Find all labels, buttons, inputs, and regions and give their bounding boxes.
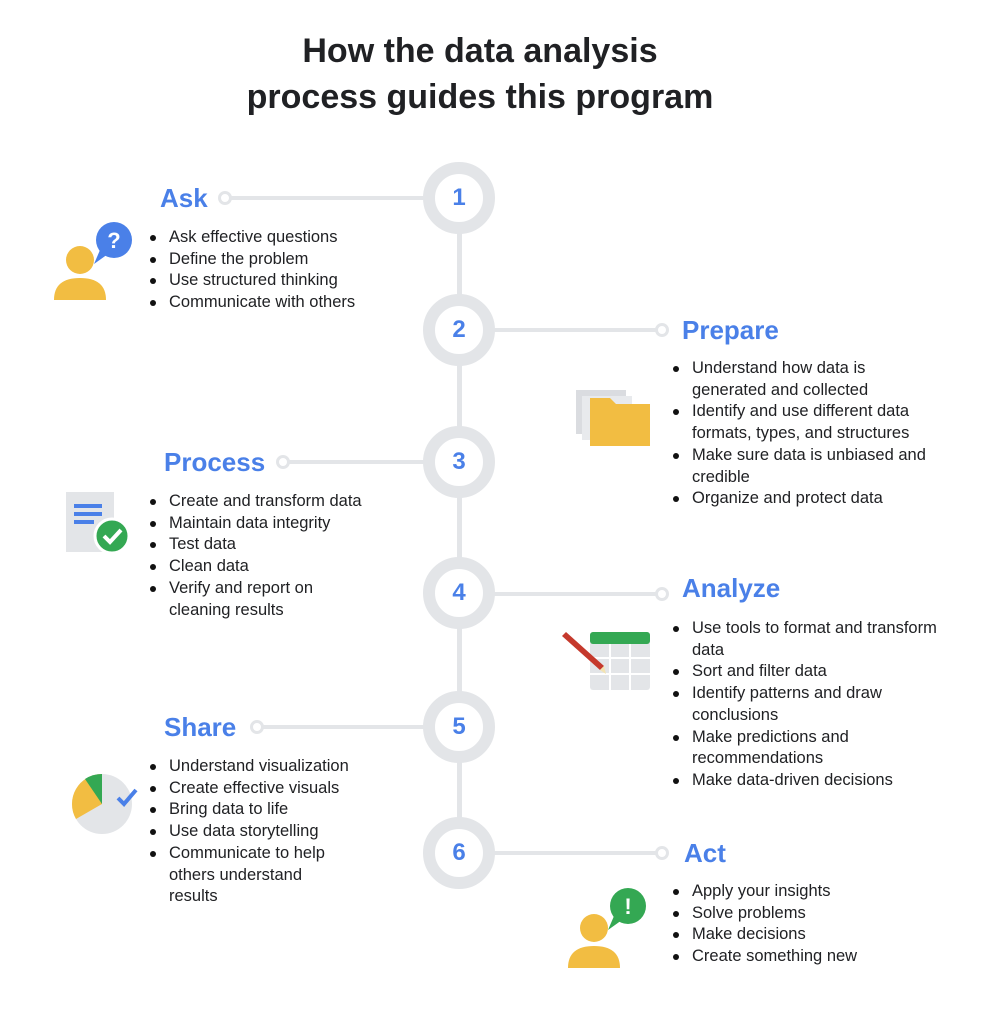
process-list: Create and transform data Maintain data … xyxy=(146,491,362,621)
list-item: Identify and use different data formats,… xyxy=(669,401,926,444)
list-item: Make predictions and recommendations xyxy=(669,727,937,770)
list-item: Make data-driven decisions xyxy=(669,770,937,792)
list-item: Bring data to life xyxy=(146,799,349,821)
step-title-ask: Ask xyxy=(160,183,208,213)
list-item: Use tools to format and transform data xyxy=(669,618,937,661)
list-item: Maintain data integrity xyxy=(146,513,362,535)
svg-text:?: ? xyxy=(107,228,120,253)
list-item: Test data xyxy=(146,534,362,556)
list-item: Apply your insights xyxy=(669,881,857,903)
step-node-1: 1 xyxy=(423,162,495,234)
step-node-6: 6 xyxy=(423,817,495,889)
connector-prepare xyxy=(490,328,658,332)
connector-dot-process xyxy=(276,455,290,469)
prepare-list: Understand how data is generated and col… xyxy=(669,358,926,510)
list-item: Define the problem xyxy=(146,249,355,271)
step-node-5: 5 xyxy=(423,691,495,763)
step-title-share: Share xyxy=(164,712,237,742)
list-item: Organize and protect data xyxy=(669,488,926,510)
folder-icon xyxy=(576,390,650,446)
list-item: Solve problems xyxy=(669,903,857,925)
page-title: How the data analysis process guides thi… xyxy=(246,32,714,116)
connector-act xyxy=(490,851,658,855)
step-node-4: 4 xyxy=(423,557,495,629)
list-item: Clean data xyxy=(146,556,362,578)
step-title-process: Process xyxy=(164,447,266,477)
act-list: Apply your insights Solve problems Make … xyxy=(669,881,857,968)
analyze-list: Use tools to format and transform data S… xyxy=(669,618,937,792)
connector-dot-share xyxy=(250,720,264,734)
connector-ask xyxy=(230,196,430,200)
list-item: Create effective visuals xyxy=(146,778,349,800)
ask-list: Ask effective questions Define the probl… xyxy=(146,227,355,314)
connector-dot-ask xyxy=(218,191,232,205)
connector-process xyxy=(288,460,428,464)
list-item: Sort and filter data xyxy=(669,661,937,683)
list-item: Identify patterns and draw conclusions xyxy=(669,683,937,726)
step-title-prepare: Prepare xyxy=(682,315,779,345)
timeline-spine xyxy=(457,198,462,853)
list-item: Create and transform data xyxy=(146,491,362,513)
list-item: Understand visualization xyxy=(146,756,349,778)
person-question-icon: ? xyxy=(54,222,132,300)
list-item: Verify and report on cleaning results xyxy=(146,578,362,621)
document-check-icon xyxy=(66,492,131,555)
list-item: Communicate to help others understand re… xyxy=(146,843,349,908)
step-title-act: Act xyxy=(684,838,726,868)
pie-chart-icon xyxy=(71,773,138,834)
list-item: Ask effective questions xyxy=(146,227,355,249)
connector-share xyxy=(262,725,428,729)
step-node-2: 2 xyxy=(423,294,495,366)
connector-analyze xyxy=(490,592,658,596)
list-item: Create something new xyxy=(669,946,857,968)
person-exclamation-icon: ! xyxy=(568,888,646,968)
list-item: Use structured thinking xyxy=(146,270,355,292)
list-item: Communicate with others xyxy=(146,292,355,314)
step-title-analyze: Analyze xyxy=(682,573,781,603)
connector-dot-act xyxy=(655,846,669,860)
list-item: Make sure data is unbiased and credible xyxy=(669,445,926,488)
svg-text:!: ! xyxy=(624,894,631,919)
list-item: Use data storytelling xyxy=(146,821,349,843)
spreadsheet-pencil-icon xyxy=(562,632,650,690)
connector-dot-analyze xyxy=(655,587,669,601)
list-item: Understand how data is generated and col… xyxy=(669,358,926,401)
connector-dot-prepare xyxy=(655,323,669,337)
step-node-3: 3 xyxy=(423,426,495,498)
list-item: Make decisions xyxy=(669,924,857,946)
share-list: Understand visualization Create effectiv… xyxy=(146,756,349,908)
